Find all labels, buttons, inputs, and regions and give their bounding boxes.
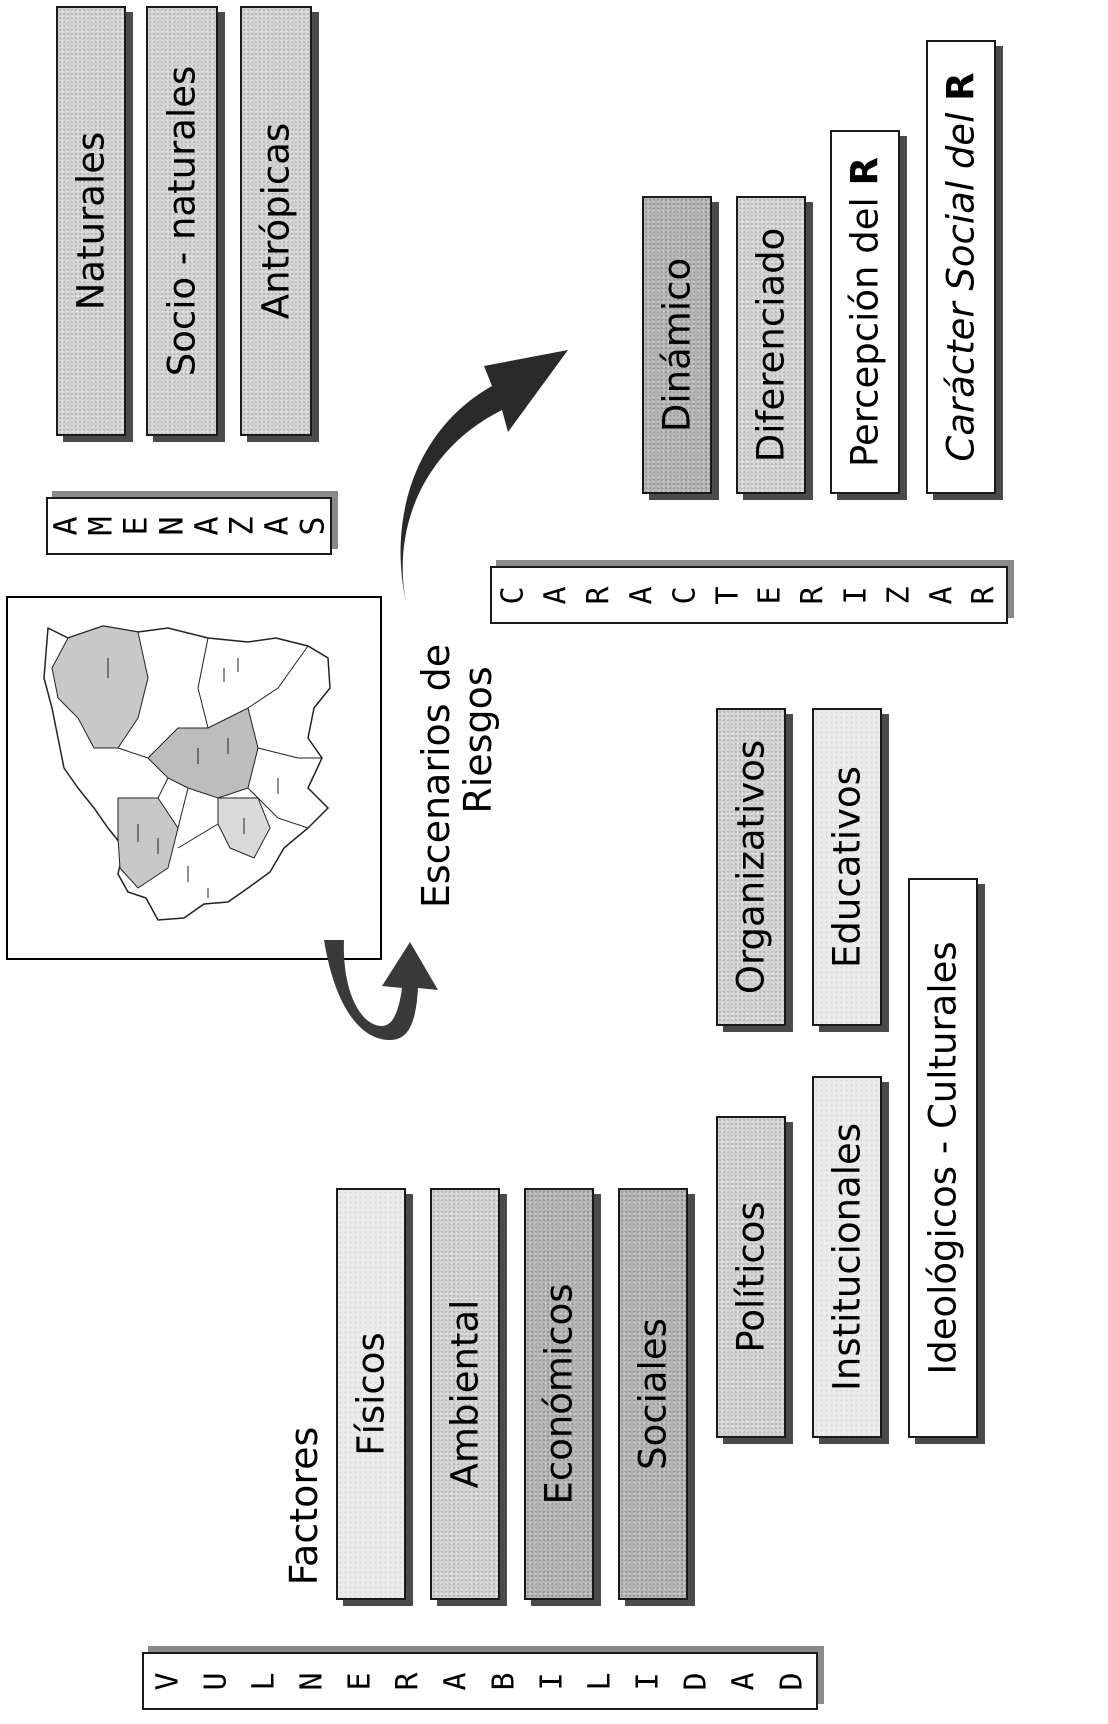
caracterizar-letter: R	[795, 585, 831, 605]
region-map-icon	[43, 625, 331, 921]
amenazas-letter: S	[293, 516, 332, 536]
vulnerabilidad-letter: L	[246, 1671, 282, 1691]
amenazas-letter: A	[258, 516, 297, 536]
amenaza-box-socio-naturales: Socio - naturales	[146, 6, 218, 436]
caracter-social-text: Carácter Social del	[939, 112, 983, 462]
vulnerabilidad-letter: A	[726, 1671, 762, 1691]
vulnerabilidad-letter: E	[342, 1671, 378, 1691]
vulnerabilidad-letter: D	[774, 1671, 810, 1691]
caracterizar-letter: Z	[881, 585, 917, 605]
curved-arrow-icon	[400, 350, 568, 602]
caracterizar-letter: C	[667, 585, 703, 605]
amenaza-label-antropicas: Antrópicas	[254, 122, 298, 320]
escenarios-title-line2: Riesgos	[456, 666, 500, 814]
factor-box-institucionales: Institucionales	[812, 1076, 882, 1438]
percepcion-text: Percepción del	[843, 197, 887, 468]
caracterizar-letter: E	[752, 585, 788, 605]
factor-label-educativos: Educativos	[825, 766, 869, 968]
vulnerabilidad-letter: V	[150, 1671, 186, 1691]
factores-label: Factores	[282, 1426, 326, 1586]
caracterizar-box-caracter-social: Carácter Social del R	[926, 40, 996, 494]
vulnerabilidad-letter: B	[486, 1671, 522, 1691]
caracterizar-letter: R	[967, 585, 1003, 605]
amenazas-letter: M	[81, 516, 120, 536]
factor-label-economicos: Económicos	[537, 1283, 581, 1505]
vulnerabilidad-letter: N	[294, 1671, 330, 1691]
vulnerabilidad-letter: R	[390, 1671, 426, 1691]
factor-box-politicos: Políticos	[716, 1116, 786, 1438]
factor-box-fisicos: Físicos	[336, 1188, 406, 1600]
caracterizar-label-diferenciado: Diferenciado	[749, 227, 793, 463]
caracter-social-bold-r: R	[939, 72, 983, 101]
caracterizar-box-percepcion: Percepción del R	[830, 130, 900, 494]
factor-box-ambiental: Ambiental	[430, 1188, 500, 1600]
amenazas-letter: A	[187, 516, 226, 536]
vulnerabilidad-letter: D	[678, 1671, 714, 1691]
caracterizar-letter: A	[624, 585, 660, 605]
amenaza-box-antropicas: Antrópicas	[240, 6, 312, 436]
vulnerabilidad-letter: I	[630, 1671, 666, 1691]
caracterizar-label-caracter-social: Carácter Social del R	[940, 72, 983, 461]
factor-box-organizativos: Organizativos	[716, 708, 786, 1026]
amenaza-box-naturales: Naturales	[56, 6, 126, 436]
caracterizar-letters: C A R A C T E R I Z A R	[490, 566, 1008, 624]
factor-box-ideologicos: Ideológicos - Culturales	[908, 878, 978, 1438]
vulnerabilidad-letter: A	[438, 1671, 474, 1691]
vulnerabilidad-letter: U	[198, 1671, 234, 1691]
amenazas-letter: N	[152, 516, 191, 536]
amenazas-letter: E	[117, 516, 156, 536]
caracterizar-label-dinamico: Dinámico	[655, 257, 699, 433]
factor-box-educativos: Educativos	[812, 708, 882, 1026]
vulnerabilidad-letter: I	[534, 1671, 570, 1691]
factor-box-economicos: Económicos	[524, 1188, 594, 1600]
caracterizar-box-diferenciado: Diferenciado	[736, 196, 806, 494]
factor-label-ambiental: Ambiental	[443, 1299, 487, 1489]
percepcion-bold-r: R	[843, 156, 887, 186]
factor-label-sociales: Sociales	[631, 1318, 675, 1470]
caracterizar-letter: A	[924, 585, 960, 605]
caracterizar-letter: I	[838, 585, 874, 605]
amenazas-letters: A M E N A Z A S	[46, 497, 332, 555]
escenarios-title-line1: Escenarios de	[414, 643, 458, 909]
factor-label-politicos: Políticos	[729, 1201, 773, 1353]
region-map	[6, 596, 382, 960]
amenazas-letter: A	[46, 516, 85, 536]
caracterizar-box-dinamico: Dinámico	[642, 196, 712, 494]
factor-label-fisicos: Físicos	[349, 1332, 393, 1456]
factor-label-organizativos: Organizativos	[729, 739, 773, 995]
amenaza-label-socio-naturales: Socio - naturales	[160, 65, 204, 377]
vulnerabilidad-letter: L	[582, 1671, 618, 1691]
caracterizar-label-percepcion: Percepción del R	[844, 157, 887, 467]
factor-box-sociales: Sociales	[618, 1188, 688, 1600]
caracterizar-letter: T	[710, 585, 746, 605]
factor-label-ideologicos: Ideológicos - Culturales	[921, 941, 965, 1375]
amenazas-letter: Z	[222, 516, 261, 536]
vulnerabilidad-letters: V U L N E R A B I L I D A D	[142, 1652, 818, 1710]
factor-label-institucionales: Institucionales	[825, 1122, 869, 1392]
amenaza-label-naturales: Naturales	[69, 131, 113, 311]
curved-arrow-icon	[324, 940, 438, 1040]
